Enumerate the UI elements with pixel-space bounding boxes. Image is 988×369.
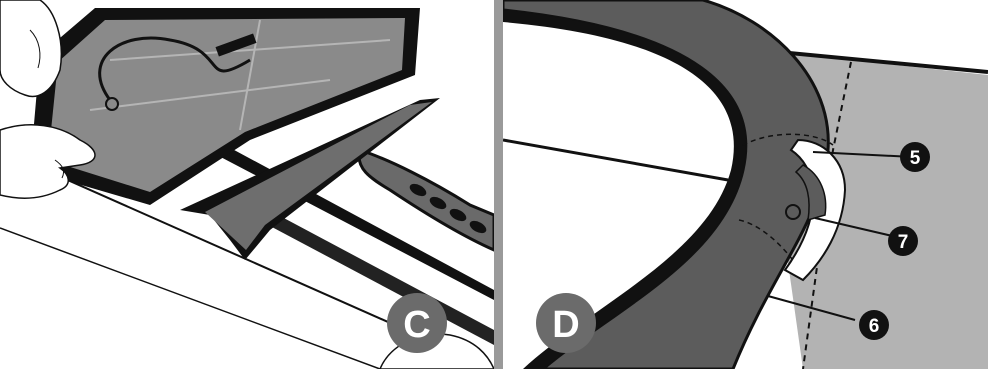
callout-6-label: 6 — [869, 316, 880, 337]
hand-top-left — [0, 0, 61, 96]
cable-plug — [106, 98, 118, 110]
callout-7-label: 7 — [898, 232, 909, 253]
panel-divider — [494, 0, 503, 369]
sleeve-grommet — [786, 205, 800, 219]
panel-d-letter: D — [552, 304, 579, 346]
panel-c-letter: C — [403, 304, 430, 346]
panel-d-drawing: 5 7 6 D — [503, 0, 988, 369]
callout-5-label: 5 — [910, 148, 921, 169]
support-wire — [503, 140, 728, 180]
panel-c-drawing: C — [0, 0, 494, 369]
panel-d-illustration: 5 7 6 D — [503, 0, 988, 369]
panel-c-illustration: C — [0, 0, 494, 369]
